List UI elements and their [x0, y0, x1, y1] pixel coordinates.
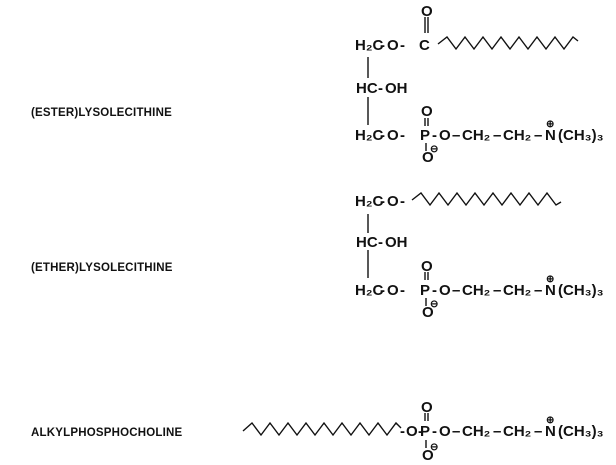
compound-label-ether: (ETHER)LYSOLECITHINE [31, 262, 173, 274]
atom-ch2: CH₂ [503, 127, 531, 144]
atom-dash: – [452, 282, 460, 299]
atom-dash: – [534, 282, 542, 299]
atom-ch2: CH₂ [462, 282, 490, 299]
atom-dash: - [380, 193, 385, 210]
compound-label-alkyl: ALKYLPHOSPHOCHOLINE [31, 427, 183, 439]
atom-o: O [439, 282, 451, 299]
alkyl-chain-zigzag [242, 421, 402, 437]
atom-ch2: CH₂ [503, 423, 531, 440]
charge-plus-icon: ⊕ [546, 415, 554, 426]
atom-h2c: H₂C [355, 282, 383, 299]
atom-ch2: CH₂ [503, 282, 531, 299]
atom-c: C [419, 37, 430, 54]
atom-hc: HC [356, 80, 378, 97]
atom-o: O [421, 3, 433, 20]
atom-dash: – [534, 127, 542, 144]
atom-nme3: (CH₃)₃ [558, 423, 604, 440]
atom-dash: - [400, 423, 405, 440]
alkyl-chain-zigzag [411, 191, 562, 207]
atom-dash: – [493, 127, 501, 144]
atom-dash: - [378, 80, 383, 97]
charge-plus-icon: ⊕ [546, 274, 554, 285]
atom-dash: - [400, 37, 405, 54]
atom-h2c: H₂C [355, 37, 383, 54]
atom-dash: - [380, 127, 385, 144]
atom-dash: – [493, 423, 501, 440]
atom-o: O [421, 258, 433, 275]
atom-ch2: CH₂ [462, 423, 490, 440]
atom-h2c: H₂C [355, 193, 383, 210]
atom-dash: - [400, 127, 405, 144]
atom-n: N [545, 127, 556, 144]
atom-o: O [422, 447, 434, 464]
structure-alkyl [242, 413, 429, 448]
atom-o: O [421, 399, 433, 416]
atom-dash: - [418, 423, 423, 440]
atom-n: N [545, 423, 556, 440]
atom-o: O [387, 37, 399, 54]
atom-o: O [406, 423, 418, 440]
atom-nme3: (CH₃)₃ [558, 282, 604, 299]
atom-nme3: (CH₃)₃ [558, 127, 604, 144]
atom-o: O [387, 193, 399, 210]
atom-o: O [422, 149, 434, 166]
atom-hc: HC [356, 234, 378, 251]
atom-dash: - [380, 37, 385, 54]
atom-o: O [422, 304, 434, 321]
acyl-chain-zigzag [437, 35, 579, 51]
charge-minus-icon: ⊖ [430, 299, 438, 310]
atom-dash: – [452, 127, 460, 144]
atom-dash: - [400, 193, 405, 210]
atom-dash: - [380, 282, 385, 299]
charge-plus-icon: ⊕ [546, 119, 554, 130]
atom-ch2: CH₂ [462, 127, 490, 144]
atom-dash: – [452, 423, 460, 440]
atom-dash: - [432, 127, 437, 144]
atom-p: P [420, 127, 430, 144]
atom-o: O [421, 103, 433, 120]
structure-ether [367, 191, 562, 306]
structure-ester [367, 17, 579, 151]
atom-oh: OH [385, 80, 408, 97]
atom-n: N [545, 282, 556, 299]
charge-minus-icon: ⊖ [430, 144, 438, 155]
atom-dash: - [400, 282, 405, 299]
atom-o: O [387, 282, 399, 299]
atom-p: P [420, 282, 430, 299]
compound-label-ester: (ESTER)LYSOLECITHINE [31, 107, 172, 119]
atom-h2c: H₂C [355, 127, 383, 144]
atom-o: O [439, 127, 451, 144]
atom-dash: - [378, 234, 383, 251]
atom-dash: - [432, 423, 437, 440]
atom-oh: OH [385, 234, 408, 251]
atom-dash: – [493, 282, 501, 299]
charge-minus-icon: ⊖ [430, 442, 438, 453]
atom-o: O [387, 127, 399, 144]
atom-o: O [439, 423, 451, 440]
atom-dash: – [534, 423, 542, 440]
atom-p: P [420, 423, 430, 440]
atom-dash: - [432, 282, 437, 299]
